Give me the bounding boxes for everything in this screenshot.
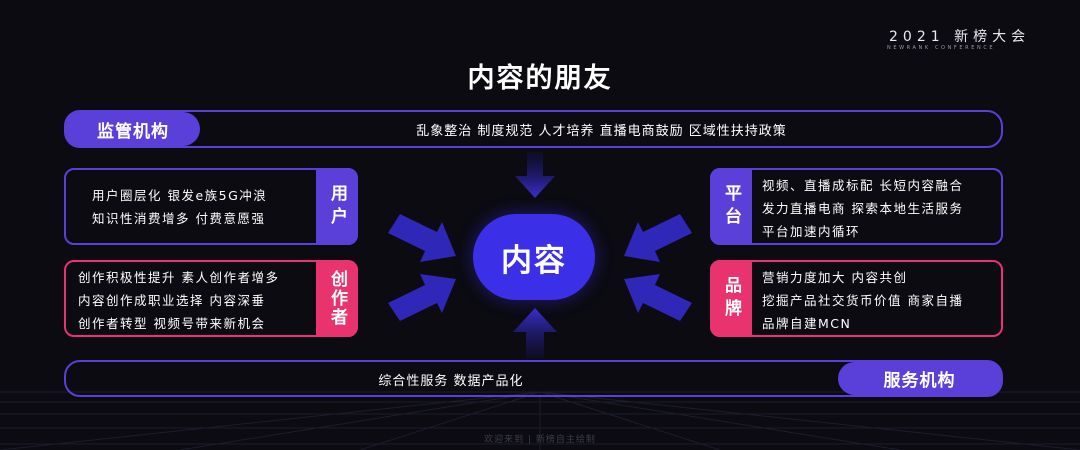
brand-subtitle: NEWRANK CONFERENCE [887, 45, 996, 51]
users-label: 用户 [327, 183, 347, 230]
creators-text: 创作积极性提升 素人创作者增多 内容创作成职业选择 内容深垂 创作者转型 视频号… [78, 266, 279, 335]
users-line: 用户圈层化 银发e族5G冲浪 [92, 188, 268, 203]
arrow-left-top-icon [388, 214, 456, 262]
arrow-left-bottom-icon [388, 274, 456, 321]
creators-line: 内容创作成职业选择 内容深垂 [78, 293, 266, 308]
brands-text: 营销力度加大 内容共创 挖掘产品社交货币价值 商家自播 品牌自建MCN [762, 266, 963, 335]
platform-tab: 平台 [710, 168, 752, 245]
creators-line: 创作者转型 视频号带来新机会 [78, 316, 266, 331]
core-node: 内容 [473, 214, 595, 300]
services-bar [64, 360, 1003, 397]
services-text: 综合性服务 数据产品化 [378, 374, 524, 389]
platform-label: 平台 [721, 183, 741, 230]
platform-line: 平台加速内循环 [762, 224, 861, 239]
arrow-right-top-icon [624, 214, 692, 262]
brands-line: 品牌自建MCN [762, 316, 852, 331]
page-title: 内容的朋友 [467, 63, 613, 94]
platform-text: 视频、直播成标配 长短内容融合 发力直播电商 探索本地生活服务 平台加速内循环 [762, 174, 963, 243]
users-line: 知识性消费增多 付费意愿强 [92, 211, 266, 226]
creators-label: 创作者 [327, 270, 347, 327]
brands-label: 品牌 [721, 275, 741, 322]
brands-line: 营销力度加大 内容共创 [762, 270, 908, 285]
users-tab: 用户 [316, 168, 358, 245]
platform-line: 发力直播电商 探索本地生活服务 [762, 201, 964, 216]
brands-tab: 品牌 [710, 260, 752, 337]
services-label: 服务机构 [838, 362, 1001, 395]
creators-tab: 创作者 [316, 260, 358, 337]
arrow-right-bottom-icon [624, 274, 692, 321]
creators-line: 创作积极性提升 素人创作者增多 [78, 270, 280, 285]
platform-line: 视频、直播成标配 长短内容融合 [762, 178, 964, 193]
arrow-up-icon [513, 308, 557, 358]
footer-note: 欢迎来到 | 新榜自主绘制 [484, 435, 596, 445]
users-text: 用户圈层化 银发e族5G冲浪 知识性消费增多 付费意愿强 [92, 184, 267, 230]
regulator-label: 监管机构 [66, 112, 200, 146]
brand-title: 2021 新榜大会 [889, 29, 1031, 45]
regulator-text: 乱象整治 制度规范 人才培养 直播电商鼓励 区域性扶持政策 [416, 124, 787, 139]
arrow-down-icon [515, 152, 555, 198]
regulator-bar [64, 110, 1003, 148]
brands-line: 挖掘产品社交货币价值 商家自播 [762, 293, 964, 308]
